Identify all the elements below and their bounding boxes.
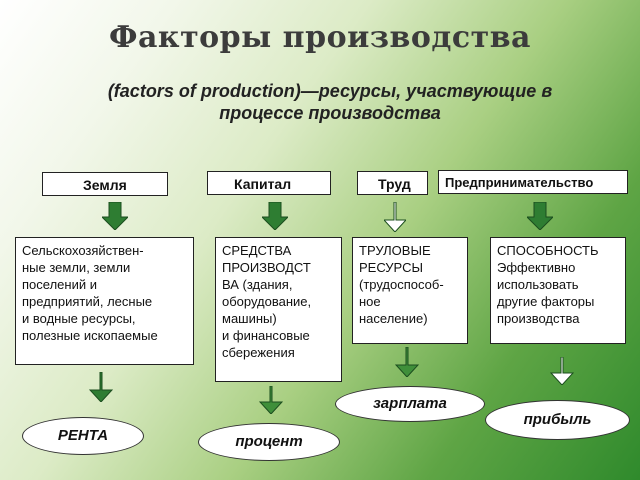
description-line: оборудование,: [222, 294, 312, 309]
description-line: ные земли, земли: [22, 260, 131, 275]
subtitle-line-2: процессе производства: [219, 103, 441, 123]
description-line: ТРУЛОВЫЕ: [359, 243, 431, 258]
income-profit-label: прибыль: [523, 411, 592, 428]
arrow-down-icon: [384, 202, 406, 232]
description-land-box: Сельскохозяйствен-ные земли, земли поселе…: [15, 237, 194, 365]
factor-labor-box: Труд: [357, 171, 428, 195]
description-line: ВА (здания,: [222, 277, 293, 292]
description-line: сбережения: [222, 345, 295, 360]
arrow-down-icon: [550, 357, 574, 385]
factor-entrepreneurship-label: Предпринимательство: [445, 175, 594, 190]
arrow-down-icon: [527, 202, 553, 230]
factor-land-box: Земля: [42, 172, 168, 196]
description-line: СПОСОБНОСТЬ: [497, 243, 599, 258]
description-line: ное: [359, 294, 381, 309]
description-capital-box: СРЕДСТВА ПРОИЗВОДСТ ВА (здания, оборудовани…: [215, 237, 342, 382]
description-line: и финансовые: [222, 328, 310, 343]
description-line: ПРОИЗВОДСТ: [222, 260, 311, 275]
income-wage-oval: зарплата: [335, 386, 485, 422]
description-line: производства: [497, 311, 580, 326]
income-profit-oval: прибыль: [485, 400, 630, 440]
description-line: (трудоспособ-: [359, 277, 444, 292]
arrow-down-icon: [102, 202, 128, 230]
arrow-down-icon: [259, 386, 283, 414]
subtitle-line-1: (factors of production)—ресурсы, участву…: [107, 81, 553, 101]
description-line: предприятий, лесные: [22, 294, 153, 309]
description-line: полезные ископаемые: [22, 328, 158, 343]
income-interest-oval: процент: [198, 423, 340, 461]
description-line: другие факторы: [497, 294, 595, 309]
description-entrepreneurship-box: СПОСОБНОСТЬ Эффективно использовать другие …: [490, 237, 626, 344]
factor-entrepreneurship-box: Предпринимательство: [438, 170, 628, 194]
income-rent-label: РЕНТА: [57, 427, 109, 444]
description-labor-box: ТРУЛОВЫЕ РЕСУРСЫ (трудоспособ-ное население…: [352, 237, 468, 344]
arrow-down-icon: [89, 372, 113, 402]
factor-capital-box: Капитал: [207, 171, 331, 195]
arrow-down-icon: [395, 347, 419, 377]
description-line: СРЕДСТВА: [222, 243, 292, 258]
factor-land-label: Земля: [83, 177, 127, 193]
income-rent-oval: РЕНТА: [22, 417, 144, 455]
description-line: поселений и: [22, 277, 97, 292]
income-interest-label: процент: [235, 433, 303, 450]
page-title: Факторы производства: [109, 20, 531, 55]
description-line: Сельскохозяйствен-: [22, 243, 144, 258]
description-line: население): [359, 311, 428, 326]
subtitle: (factors of production)—ресурсы, участву…: [60, 80, 600, 124]
description-line: Эффективно: [497, 260, 576, 275]
description-line: машины): [222, 311, 277, 326]
description-line: использовать: [497, 277, 579, 292]
income-wage-label: зарплата: [373, 395, 447, 412]
factor-labor-label: Труд: [378, 176, 411, 192]
description-line: и водные ресурсы,: [22, 311, 136, 326]
arrow-down-icon: [262, 202, 288, 230]
description-line: РЕСУРСЫ: [359, 260, 423, 275]
factor-capital-label: Капитал: [234, 176, 292, 192]
